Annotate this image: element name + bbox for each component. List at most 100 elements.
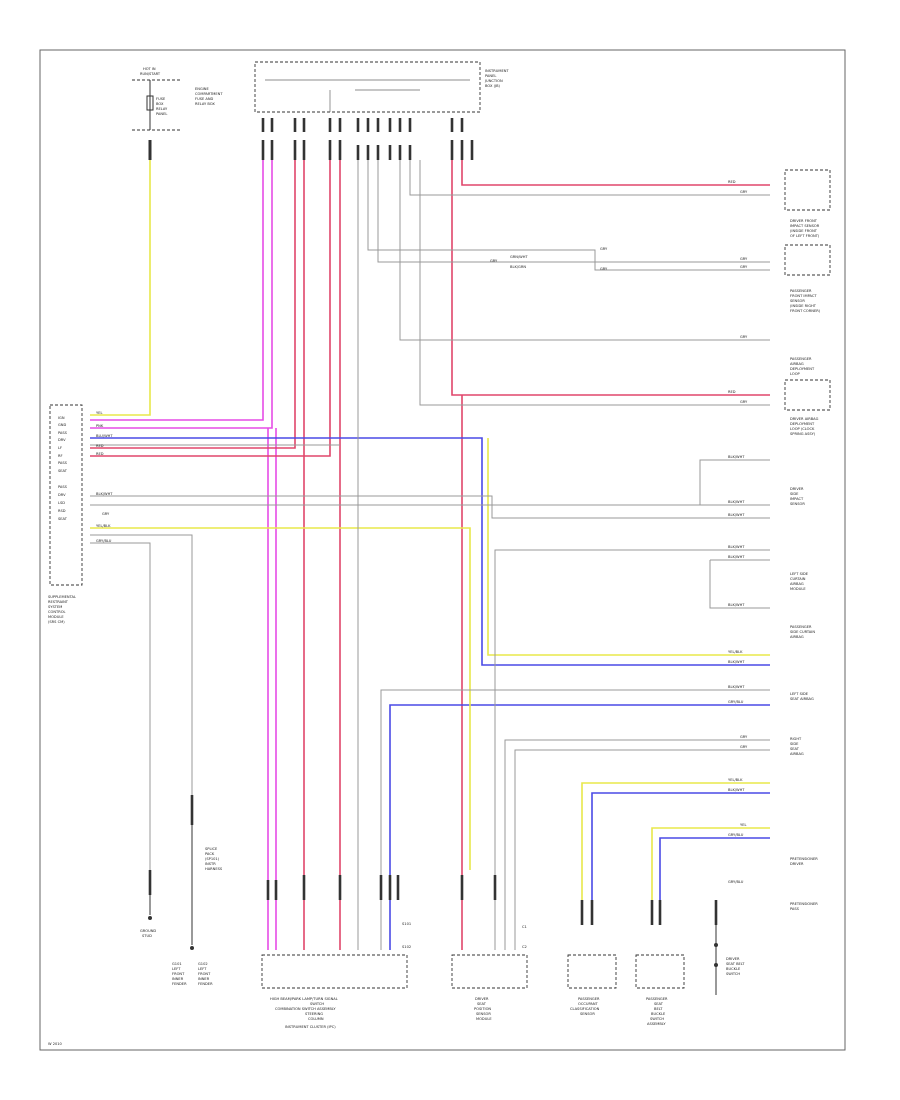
right-component-4-line-0: DRIVER bbox=[790, 487, 804, 491]
right-wire-label-17: GRY bbox=[740, 735, 748, 739]
wire-gray-16 bbox=[709, 560, 770, 609]
wire-gray-2 bbox=[90, 534, 193, 810]
left-module-label-5: (SRS CM) bbox=[48, 620, 65, 624]
occ-module-label-0: PASSENGER bbox=[578, 997, 600, 1001]
wire-gray-9 bbox=[377, 160, 770, 263]
right-component-2-line-1: AIRBAG bbox=[790, 362, 804, 366]
right-component-box-1 bbox=[784, 169, 831, 211]
bottom-module-passenger: PASSENGER SEAT BELT BUCKLE SWITCH ASSEMB… bbox=[635, 954, 685, 1026]
junction-box: INSTRUMENT PANEL JUNCTION BOX (JB) bbox=[254, 61, 509, 160]
splice-s102: S102 bbox=[402, 945, 411, 949]
right-component-1-line-4: FRONT CORNER) bbox=[790, 309, 821, 313]
right-wire-label-19: YEL/BLK bbox=[728, 778, 743, 782]
wire-gray-7 bbox=[514, 749, 770, 950]
wires bbox=[90, 160, 770, 950]
fuse-desc-2: FUSE AND bbox=[195, 97, 214, 101]
right-wire-label-0: RED bbox=[728, 180, 736, 184]
main-module-label-5: INSTRUMENT CLUSTER (IPC) bbox=[285, 1025, 336, 1029]
fuse-top-label-1: RUN/START bbox=[140, 72, 161, 76]
left-wire-label-6: GRY bbox=[102, 512, 110, 516]
ground-g2-label-0: G102 bbox=[198, 962, 208, 966]
fuse-top-block: HOT IN RUN/START FUSE BOX RELAY PANEL bbox=[132, 67, 180, 131]
mid-wire-label-0: GRY bbox=[490, 259, 498, 263]
wire-yellow-4 bbox=[581, 782, 770, 900]
wire-red-1 bbox=[90, 160, 296, 449]
ground-g1-label-4: FENDER bbox=[172, 982, 187, 986]
splice-c1: C1 bbox=[522, 925, 527, 929]
splice-label-2: (SP101) bbox=[205, 857, 220, 861]
right-component-3-line-1: DEPLOYMENT bbox=[790, 422, 815, 426]
wire-gray-10 bbox=[399, 160, 770, 341]
left-pin-label-13: SEAT bbox=[58, 517, 68, 521]
wire-gray-11 bbox=[409, 160, 770, 196]
mid-wire-label-4: GRY bbox=[600, 267, 608, 271]
sensor-module-label-1: SEAT bbox=[477, 1002, 487, 1006]
wire-gray-3 bbox=[90, 542, 151, 870]
splice-label-1: PACK bbox=[205, 852, 215, 856]
main-module-label-0: HIGH BEAM/PARK LAMP/TURN SIGNAL bbox=[270, 997, 338, 1001]
buckle-label-0: DRIVER bbox=[726, 957, 740, 961]
pass-module-label-0: PASSENGER bbox=[646, 997, 668, 1001]
ground-g2-label-4: FENDER bbox=[198, 982, 213, 986]
splice-label-3: INSTR bbox=[205, 862, 216, 866]
occ-module-label-3: SENSOR bbox=[580, 1012, 595, 1016]
ground-g1-label-2: FRONT bbox=[172, 972, 185, 976]
right-wire-label-23: GRY/BLU bbox=[728, 880, 744, 884]
wire-gray-8 bbox=[367, 160, 770, 271]
right-component-4-line-2: IMPACT bbox=[790, 497, 804, 501]
right-component-0-line-3: OF LEFT FRONT) bbox=[790, 234, 820, 238]
left-wire-label-7: YEL/BLK bbox=[96, 524, 111, 528]
left-pin-label-2: PASS bbox=[58, 431, 68, 435]
wire-yellow-5 bbox=[651, 827, 770, 900]
splice-label-4: HARNESS bbox=[205, 867, 223, 871]
wire-yellow-feed bbox=[90, 160, 151, 416]
right-component-5-line-1: CURTAIN bbox=[790, 577, 806, 581]
wire-gray-5 bbox=[494, 549, 770, 950]
wire-gray-12 bbox=[419, 160, 770, 406]
sensor-module-label-2: POSITION bbox=[474, 1007, 491, 1011]
right-component-2-line-0: PASSENGER bbox=[790, 357, 812, 361]
bottom-module-buckle: DRIVER SEAT BELT BUCKLE SWITCH bbox=[714, 925, 745, 995]
occ-module-label-2: CLASSIFICATION bbox=[570, 1007, 600, 1011]
buckle-label-2: BUCKLE bbox=[726, 967, 741, 971]
right-wire-label-5: RED bbox=[728, 390, 736, 394]
right-component-box-2 bbox=[784, 244, 831, 276]
left-pin-label-3: DRV bbox=[58, 438, 66, 442]
right-component-9-line-0: PRETENSIONER bbox=[790, 857, 818, 861]
wire-gray-6 bbox=[504, 739, 770, 950]
wire-red-6 bbox=[451, 160, 770, 396]
left-pin-label-1: GND bbox=[58, 423, 66, 427]
junction-box-label-1: PANEL bbox=[485, 74, 496, 78]
right-wire-label-13: YEL/BLK bbox=[728, 650, 743, 654]
right-wire-label-3: GRY bbox=[740, 265, 748, 269]
wire-red-3 bbox=[90, 160, 331, 457]
pass-module-label-2: BELT bbox=[654, 1007, 663, 1011]
ground-left: GROUND STUD bbox=[140, 895, 156, 938]
right-wire-label-7: BLK/WHT bbox=[728, 455, 745, 459]
right-wire-label-4: GRY bbox=[740, 335, 748, 339]
fuse-desc-0: ENGINE bbox=[195, 87, 209, 91]
fuse-top-label-5: RELAY bbox=[156, 107, 168, 111]
left-module-label-3: CONTROL bbox=[48, 610, 66, 614]
pass-module-label-5: ASSEMBLY bbox=[647, 1022, 666, 1026]
left-wire-label-1: PNK bbox=[96, 424, 104, 428]
fuse-top-label-4: BOX bbox=[156, 102, 164, 106]
bottom-module-occupant: PASSENGER OCCUPANT CLASSIFICATION SENSOR bbox=[567, 954, 617, 1016]
right-component-2-line-3: LOOP bbox=[790, 372, 801, 376]
left-module-label-0: SUPPLEMENTAL bbox=[48, 595, 76, 599]
right-component-5-line-2: AIRBAG bbox=[790, 582, 804, 586]
ground-g1-label-3: INNER bbox=[172, 977, 184, 981]
right-component-1-line-0: PASSENGER bbox=[790, 289, 812, 293]
wire-pink-1 bbox=[90, 160, 264, 421]
right-component-3-line-3: SPRING ASSY) bbox=[790, 432, 816, 436]
ground-g2-label-1: LEFT bbox=[198, 967, 207, 971]
right-component-2-line-2: DEPLOYMENT bbox=[790, 367, 815, 371]
fuse-top-label-3: FUSE bbox=[156, 97, 166, 101]
right-wire-label-6: GRY bbox=[740, 400, 748, 404]
right-component-4-line-1: SIDE bbox=[790, 492, 799, 496]
junction-box-label-0: INSTRUMENT bbox=[485, 69, 509, 73]
left-pin-label-12: RSD bbox=[58, 509, 66, 513]
fuse-desc-3: RELAY BOX bbox=[195, 102, 215, 106]
main-module-label-3: STEERING bbox=[305, 1012, 323, 1016]
